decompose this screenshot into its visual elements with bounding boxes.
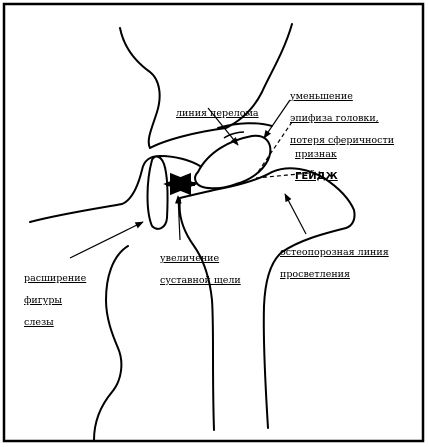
label-line: фигуры	[24, 295, 62, 306]
teardrop-pointer	[69, 221, 144, 259]
pelvis-outline	[119, 23, 293, 149]
fracture-pointer	[207, 107, 239, 146]
label-epiphysis-reduction: уменьшение эпифиза головки, потеря сфери…	[290, 80, 394, 157]
label-osteoporotic-line: остеопорозная линия просветления	[280, 236, 389, 291]
label-line: линия перелома	[176, 108, 259, 119]
label-gage-sign: признак ГЕЙДЖ	[295, 138, 338, 193]
label-line: просветления	[280, 269, 350, 280]
label-line: признак	[295, 149, 337, 160]
osteoporotic-pointer	[284, 193, 307, 235]
label-teardrop: расширение фигуры слезы	[24, 262, 86, 339]
label-line: ГЕЙДЖ	[295, 171, 338, 182]
acetabulum-wall	[29, 155, 201, 223]
gage-horizontal-dashed	[255, 171, 321, 179]
ischium-outline	[93, 245, 129, 441]
gage-dashed-line	[257, 121, 293, 173]
border	[2, 2, 425, 443]
fracture-mark	[223, 131, 245, 139]
femur-outline	[179, 167, 356, 429]
label-line: суставной щели	[160, 275, 241, 286]
epiphysis-pointer	[263, 99, 291, 139]
teardrop-figure	[146, 155, 169, 230]
joint-space-pointer	[174, 195, 182, 241]
label-line: увеличение	[160, 253, 220, 264]
label-fracture-line: линия перелома	[176, 97, 259, 130]
label-line: потеря сферичности	[290, 135, 395, 146]
label-joint-space: увеличение суставной щели	[160, 242, 241, 297]
label-line: остеопорозная линия	[280, 247, 389, 258]
label-line: эпифиза головки,	[290, 113, 379, 124]
label-line: уменьшение	[290, 91, 353, 102]
label-line: расширение	[24, 273, 87, 284]
label-line: слезы	[24, 317, 54, 328]
femoral-head	[193, 134, 272, 190]
femur-medial	[178, 199, 215, 431]
